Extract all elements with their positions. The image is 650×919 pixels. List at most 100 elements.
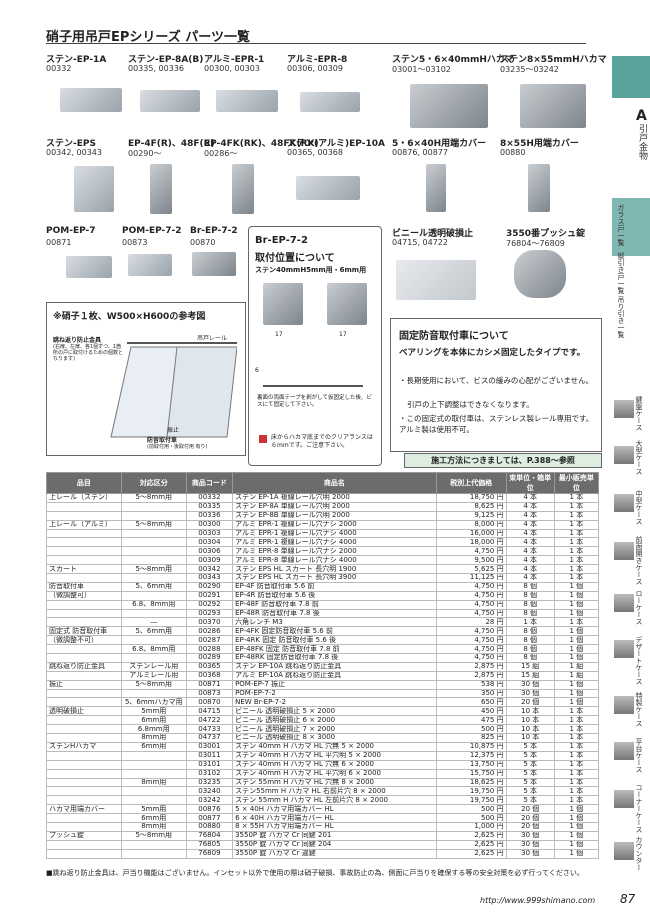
table-cell (120, 688, 187, 699)
guard-note: (右扉、左扉、各1個ずつ、1箇所の戸に取付けるための個数となります) (53, 344, 124, 362)
product-code: 00871 (46, 238, 72, 247)
table-cell: EP-4R 防音取付車 5.6 後 (232, 590, 437, 601)
table-cell: スカート (46, 564, 122, 575)
table-cell: 5〜8mm用 (120, 679, 187, 690)
table-cell: 76805 (185, 839, 234, 850)
table-cell: EP-48R 防音取付車 7.8 後 (232, 608, 437, 619)
case-thumbnail (614, 542, 634, 560)
table-cell: 1 個 (553, 581, 600, 592)
table-cell (46, 750, 122, 761)
index-label: ガラス戸一覧 (617, 204, 625, 246)
table-cell: 4,750 円 (435, 644, 507, 655)
table-cell: 5、6mmハカマ用 (120, 697, 187, 708)
table-cell: 8 × 55H ハカマ用端カバー HL (232, 821, 437, 832)
table-cell: （微調整不可） (46, 635, 122, 646)
table-cell: 6mm用 (120, 741, 187, 752)
table-cell: 650 円 (435, 697, 507, 708)
product-name: Br-EP-7-2 (190, 226, 238, 236)
product-name: 3550番プッシュ錠 (506, 229, 586, 239)
table-cell: 4,750 円 (435, 653, 507, 663)
clearance-diagram (263, 339, 363, 387)
br-title2: 取付位置について (255, 253, 335, 264)
table-cell: 00880 (185, 821, 234, 832)
product-name: ビニール透明破損止 (392, 229, 474, 239)
table-cell (46, 697, 122, 708)
table-cell: 8 個 (505, 653, 555, 663)
table-cell: 00300 (185, 519, 234, 530)
table-cell: 18,000 円 (435, 537, 507, 548)
col-header: 最小販売単位 (553, 472, 600, 494)
table-cell: アルミ EPR-1 複線レール穴ナシ 2000 (232, 519, 437, 530)
table-cell (46, 715, 122, 726)
table-cell: 03001 (185, 741, 234, 752)
product-name: ステン5・6×40mmHハカマ (392, 55, 514, 65)
roller-image (232, 164, 254, 214)
stopper-image (128, 254, 172, 276)
table-cell (120, 653, 187, 663)
table-cell: ステン EP-1A 複線レール穴明 2000 (232, 493, 437, 503)
site-url[interactable]: http://www.999shimano.com (480, 896, 596, 905)
table-cell: 00870 (185, 697, 234, 708)
br-note: 裏面の両面テープを剥がして仮固定した後、ビスにて固定して下さい。 (257, 395, 373, 408)
dim-label: 6 (255, 367, 259, 374)
table-cell: 16,000 円 (435, 528, 507, 539)
table-cell: ステン 40mm H ハカマ HL 穴無 6 × 2000 (232, 759, 437, 770)
table-cell: 04715 (185, 706, 234, 717)
table-cell (46, 510, 122, 521)
table-cell: 00306 (185, 546, 234, 557)
table-cell: 5〜8mm用 (120, 493, 187, 503)
rail-image (60, 88, 122, 112)
dim-label: 17 (275, 331, 283, 338)
table-cell: ビニール 透明破損止 6 × 2000 (232, 715, 437, 726)
stopper-image (66, 256, 112, 278)
fixed-title: 固定防音取付車について (399, 331, 509, 342)
table-cell: 03101 (185, 759, 234, 770)
table-cell (46, 786, 122, 797)
table-cell: 1 個 (553, 821, 600, 832)
table-cell: 6mm用 (120, 715, 187, 726)
door-diagram (110, 342, 237, 438)
table-cell: 8 個 (505, 635, 555, 646)
table-cell (46, 528, 122, 539)
table-cell: 8 個 (505, 581, 555, 592)
table-cell: 4 本 (505, 510, 555, 521)
table-cell: 20 個 (505, 804, 555, 815)
table-cell: 12,375 円 (435, 750, 507, 761)
table-cell: NEW Br-EP-7-2 (232, 697, 437, 708)
table-cell (120, 786, 187, 797)
table-cell: 5 本 (505, 777, 555, 788)
table-cell: 8mm用 (120, 821, 187, 832)
table-cell: 上レール（ステン） (46, 493, 122, 503)
index-label: 鍵盤ケース (635, 396, 643, 431)
table-cell (46, 848, 122, 859)
table-cell: 20 個 (505, 813, 555, 823)
br-bullet: 床からハカマ底までのクリアランスは６mmです。ご注意下さい。 (271, 434, 373, 449)
table-cell: ステンHハカマ (46, 741, 122, 752)
index-tab[interactable] (612, 198, 650, 256)
table-cell: 30 個 (505, 839, 555, 850)
table-cell: 450 円 (435, 706, 507, 717)
table-cell: 20 個 (505, 697, 555, 708)
table-cell: 76804 (185, 830, 234, 841)
table-cell (46, 617, 122, 628)
table-cell: 00309 (185, 555, 234, 566)
table-cell: ステン55mm H ハカマ HL 右前片穴 8 × 2000 (232, 786, 437, 797)
table-cell: 00368 (185, 670, 234, 681)
table-cell: 10 本 (505, 733, 555, 743)
table-cell (120, 848, 187, 859)
table-cell: 1 個 (553, 688, 600, 699)
footer-note: ■跳ね返り防止金具は、戸当り機能はございません。インセット以外で使用の際は硝子破… (46, 869, 584, 877)
index-tab[interactable] (612, 56, 650, 98)
product-name: ステン-EP-8A(B) (128, 55, 204, 65)
br-info-box: Br-EP-7-2 取付位置について ステン40mmH5mm用・6mm用 17 … (248, 226, 382, 466)
table-cell (46, 813, 122, 823)
table-cell (120, 768, 187, 779)
table-cell: 500 円 (435, 724, 507, 735)
